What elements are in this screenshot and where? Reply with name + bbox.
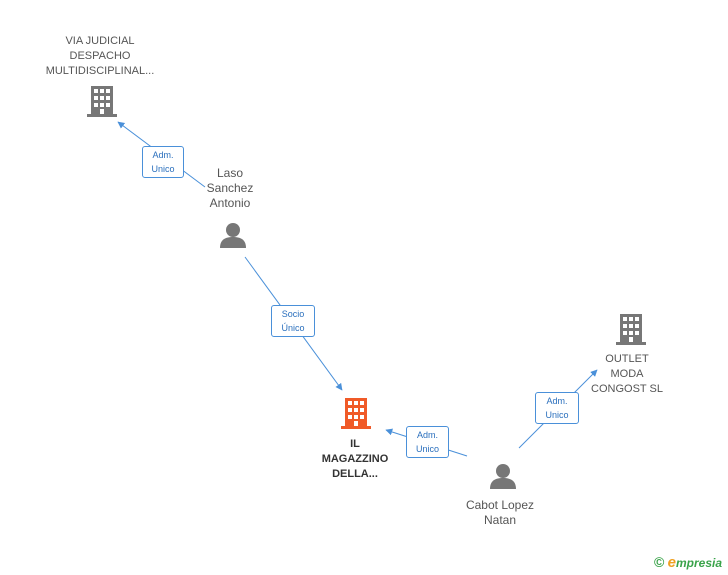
- node-label-via-judicial[interactable]: VIA JUDICIAL DESPACHO MULTIDISCIPLINAL..…: [45, 35, 155, 77]
- building-icon[interactable]: [341, 398, 371, 429]
- node-label-outlet-moda[interactable]: OUTLET MODA CONGOST SL: [591, 353, 663, 395]
- node-label-laso-sanchez-antonio[interactable]: Laso Sanchez Antonio: [206, 166, 254, 210]
- person-icon[interactable]: [490, 464, 516, 489]
- edge-label-laso-via: Adm. Unico: [142, 146, 184, 178]
- empresia-logo[interactable]: © empresia: [653, 554, 722, 571]
- copyright-icon: ©: [653, 554, 665, 570]
- node-label-cabot-lopez-natan[interactable]: Cabot Lopez Natan: [465, 498, 535, 527]
- building-icon[interactable]: [87, 86, 117, 117]
- node-label-il-magazzino[interactable]: IL MAGAZZINO DELLA...: [321, 438, 389, 480]
- building-icon[interactable]: [616, 314, 646, 345]
- person-icon[interactable]: [220, 223, 246, 248]
- edge-label-cabot-outlet: Adm. Unico: [535, 392, 579, 424]
- edge-label-cabot-il: Adm. Unico: [406, 426, 449, 458]
- edge-label-laso-il: Socio Único: [271, 305, 315, 337]
